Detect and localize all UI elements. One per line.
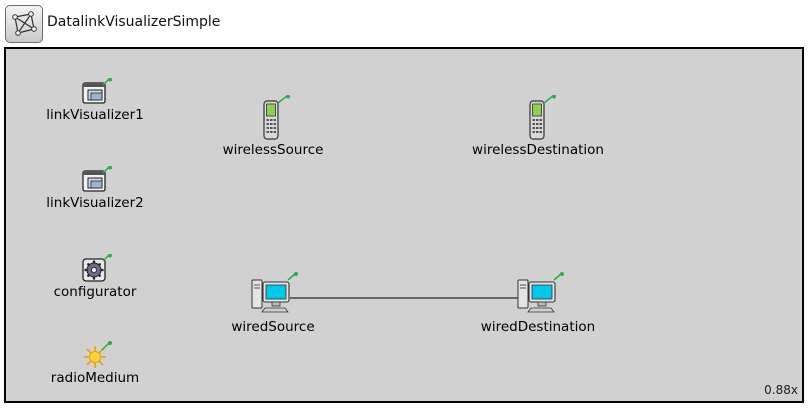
desktop-computer-icon	[517, 272, 564, 313]
cellphone-icon	[529, 95, 556, 140]
gear-icon	[82, 254, 112, 282]
module-label: wiredDestination	[480, 319, 596, 335]
module-label: configurator	[53, 284, 137, 300]
module-label: wirelessDestination	[472, 142, 604, 158]
module-label: wiredSource	[231, 319, 315, 335]
network-title: DatalinkVisualizerSimple	[47, 14, 221, 30]
network-icon	[5, 5, 43, 43]
module-label: wirelessSource	[222, 142, 324, 158]
zoom-level: 0.88x	[764, 383, 798, 397]
cellphone-icon	[263, 95, 290, 140]
module-label: linkVisualizer2	[46, 195, 144, 211]
module-label: radioMedium	[50, 370, 140, 386]
wired-link	[290, 297, 518, 299]
sun-radio-icon	[84, 341, 112, 368]
module-label: linkVisualizer1	[46, 107, 144, 123]
visualizer-window-icon	[82, 166, 112, 192]
desktop-computer-icon	[251, 272, 298, 313]
network-canvas[interactable]: linkVisualizer1 linkVisualizer2	[4, 47, 804, 403]
visualizer-window-icon	[82, 78, 112, 104]
